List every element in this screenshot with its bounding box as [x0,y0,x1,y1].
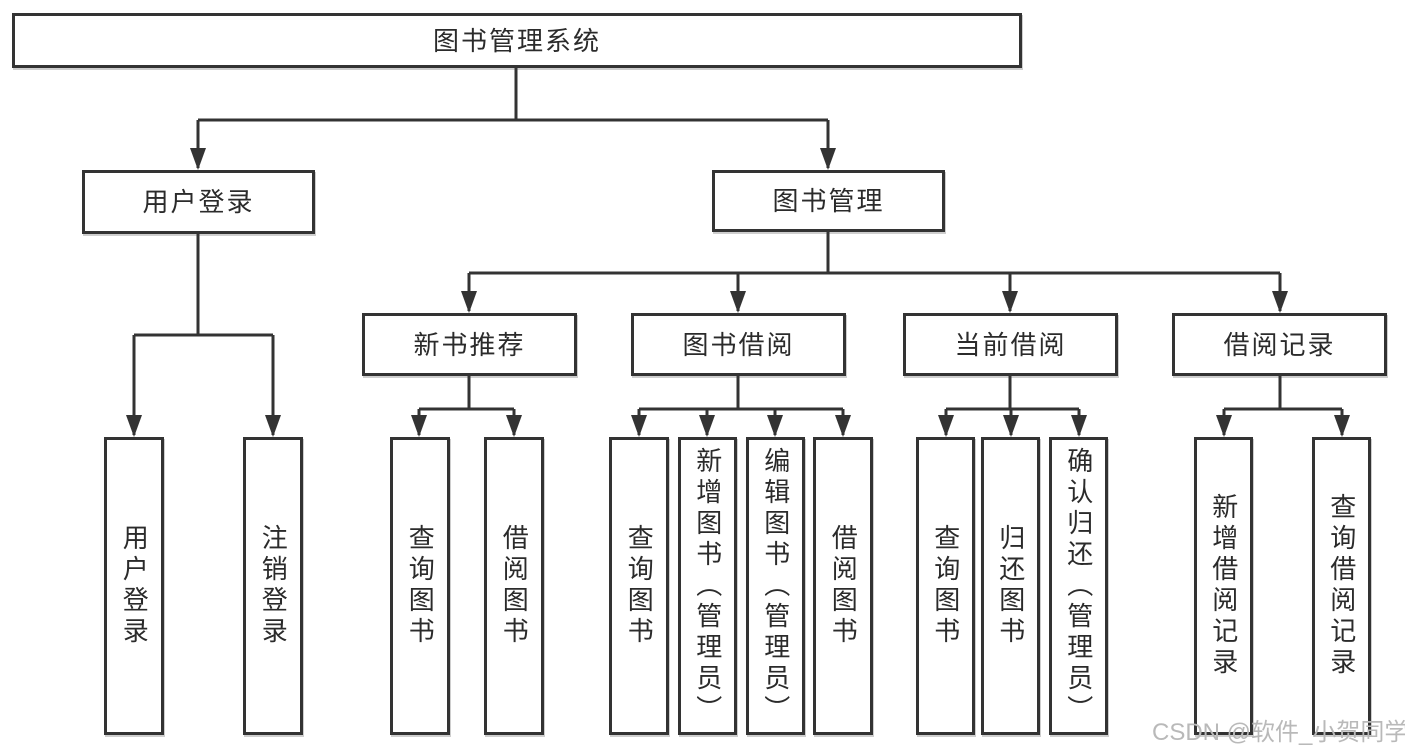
node-query-borrow-record: 查询借阅记录 [1312,437,1371,735]
node-user-login: 用户登录 [82,170,315,234]
node-add-borrow-record: 新增借阅记录 [1194,437,1253,735]
node-label: 新增借阅记录 [1208,493,1239,679]
node-new-book-recommend: 新书推荐 [362,313,577,376]
node-current-borrow: 当前借阅 [903,313,1118,376]
arrow-down-icon [126,415,142,437]
arrow-down-icon [820,148,836,170]
node-label: 查询借阅记录 [1326,493,1357,679]
connectors-current-borrow [938,376,1087,437]
node-query-books-borrow: 查询图书 [609,437,669,735]
node-borrow-records: 借阅记录 [1172,313,1387,376]
node-label: 借阅记录 [1223,329,1336,360]
node-label: 当前借阅 [954,329,1067,360]
arrow-down-icon [835,415,851,437]
node-label: 查询图书 [624,524,655,648]
arrow-down-icon [1216,415,1232,437]
connectors-root [190,68,836,170]
arrow-down-icon [1272,291,1288,313]
connectors-user-login [126,234,281,437]
node-library-system: 图书管理系统 [12,13,1022,68]
node-logout: 注销登录 [243,437,303,735]
node-label: 用户登录 [142,187,255,217]
node-label: 查询图书 [405,524,436,648]
node-label: 确认归还（管理员） [1063,446,1094,726]
arrow-down-icon [1071,415,1087,437]
arrow-down-icon [699,415,715,437]
connectors-borrow-records [1216,376,1350,437]
node-book-borrow: 图书借阅 [631,313,846,376]
node-borrow-books-action: 借阅图书 [813,437,873,735]
node-label: 查询图书 [930,524,961,648]
arrow-down-icon [1002,291,1018,313]
arrow-down-icon [190,148,206,170]
node-label: 借阅图书 [828,524,859,648]
arrow-down-icon [730,291,746,313]
node-label: 新书推荐 [413,329,526,360]
node-query-books-recommend: 查询图书 [390,437,450,735]
node-query-books-current: 查询图书 [916,437,975,735]
node-label: 新增图书（管理员） [692,446,723,726]
arrow-down-icon [506,415,522,437]
csdn-watermark: CSDN @软件_小贺同学 [1152,719,1405,746]
node-user-login-action: 用户登录 [104,437,164,735]
connectors-new-book-recommend [411,376,522,437]
node-label: 借阅图书 [499,524,530,648]
connectors-book-management [461,232,1288,313]
node-label: 归还图书 [995,524,1026,648]
node-label: 图书管理系统 [432,25,601,56]
arrow-down-icon [1003,415,1019,437]
arrow-down-icon [767,415,783,437]
node-confirm-return-admin: 确认归还（管理员） [1049,437,1108,735]
connectors-book-borrow [631,376,851,437]
node-label: 注销登录 [258,524,289,648]
arrow-down-icon [411,415,427,437]
arrow-down-icon [1334,415,1350,437]
node-label: 图书管理 [772,186,885,216]
arrow-down-icon [461,291,477,313]
arrow-down-icon [938,415,954,437]
node-edit-book-admin: 编辑图书（管理员） [746,437,805,735]
node-label: 编辑图书（管理员） [760,446,791,726]
node-borrow-books-recommend: 借阅图书 [484,437,544,735]
node-return-book: 归还图书 [981,437,1040,735]
node-add-book-admin: 新增图书（管理员） [678,437,737,735]
arrow-down-icon [265,415,281,437]
node-label: 用户登录 [119,524,150,648]
node-book-management: 图书管理 [712,170,945,232]
node-label: 图书借阅 [682,329,795,360]
arrow-down-icon [631,415,647,437]
